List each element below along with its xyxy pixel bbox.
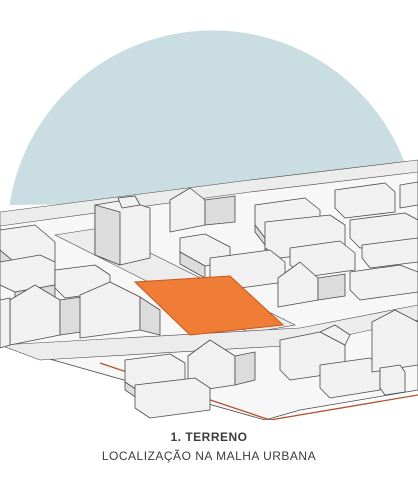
building [0, 297, 11, 349]
house [79, 281, 161, 339]
house [169, 187, 236, 233]
building [334, 182, 396, 219]
building [134, 377, 211, 419]
building [399, 181, 418, 209]
caption-subtitle: LOCALIZAÇÃO NA MALHA URBANA [101, 449, 317, 463]
building [319, 357, 381, 399]
house [371, 309, 418, 373]
building [349, 264, 418, 301]
caption-title: 1. TERRENO [170, 430, 248, 444]
house [187, 339, 256, 393]
building [379, 364, 406, 396]
street-lower [0, 304, 418, 361]
building [94, 195, 151, 266]
building [361, 237, 418, 269]
building [349, 212, 418, 249]
sky-arc [10, 30, 418, 205]
urban-axonometric-diagram [0, 30, 418, 420]
house [277, 261, 346, 308]
site-lot [133, 275, 285, 336]
